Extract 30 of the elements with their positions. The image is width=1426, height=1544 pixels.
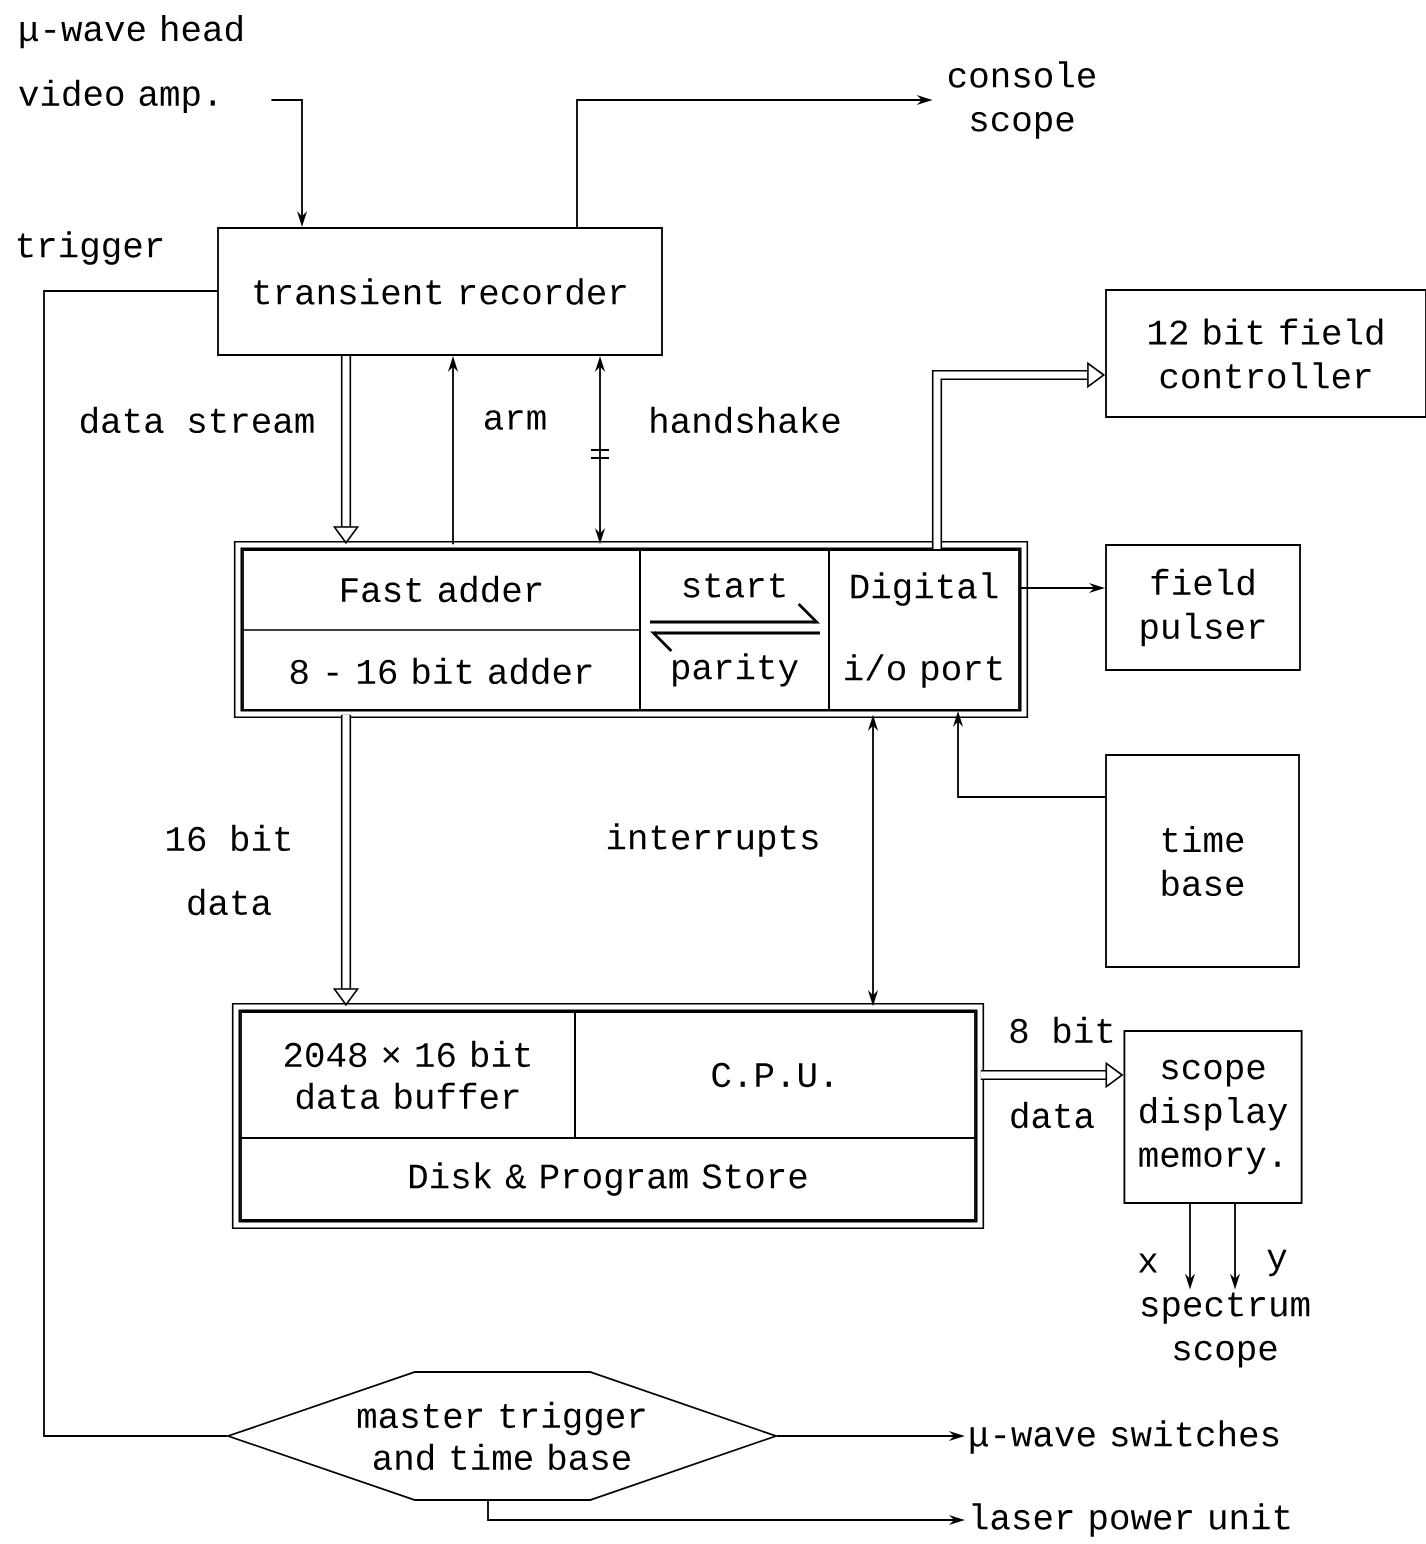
- edge-label: arm: [480, 408, 550, 432]
- edge-label: handshake: [646, 404, 844, 436]
- table-cell: Fast adder 8 - 16 bit adder: [241, 549, 642, 711]
- block-box: time base: [1105, 754, 1300, 968]
- block-box: scope display memory.: [1123, 1030, 1303, 1204]
- table-cell: Disk & Program Store: [240, 1137, 976, 1221]
- signal-label: data: [1011, 1101, 1094, 1129]
- table-cell: C.P.U.: [574, 1011, 976, 1139]
- signal-label: 16 bit: [167, 824, 290, 852]
- group-box: [231, 1002, 985, 1230]
- signal-label: 8 bit: [1010, 1016, 1113, 1044]
- edge-label: trigger: [12, 229, 168, 267]
- signal-label: data: [188, 888, 271, 916]
- text-label: laser power unit: [972, 1503, 1290, 1537]
- text-label: μ-wave switches: [970, 1420, 1279, 1454]
- edge-label: interrupts: [603, 821, 823, 859]
- group-box: [233, 540, 1029, 719]
- text-label: console scope: [948, 61, 1095, 139]
- table-cell: 2048 × 16 bit data buffer: [240, 1011, 576, 1139]
- block-box: transient recorder: [217, 227, 663, 356]
- text-label: spectrum scope: [1141, 1292, 1310, 1368]
- block-box: 12 bit field controller: [1105, 289, 1426, 418]
- block-box: field pulser: [1105, 544, 1301, 671]
- edge-label: x: [1135, 1251, 1161, 1275]
- edge-label: y: [1264, 1247, 1290, 1279]
- connector-line: [43, 290, 228, 1437]
- table-cell: Digital i/o port: [828, 549, 1020, 711]
- edge-label: data stream: [76, 404, 318, 436]
- text-label: μ-wave head video amp.: [19, 14, 242, 114]
- table-cell: start parity: [639, 549, 830, 711]
